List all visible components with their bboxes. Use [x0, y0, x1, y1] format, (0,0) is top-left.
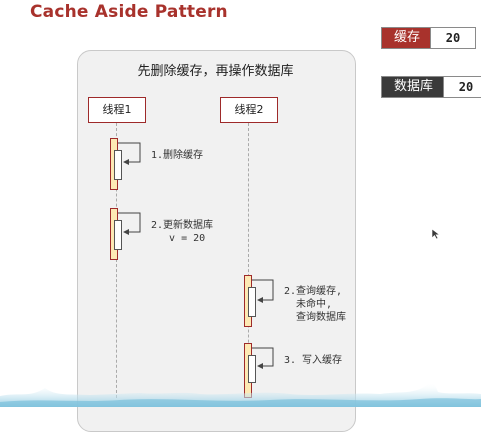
actor-thread-1: 线程1 — [88, 97, 146, 123]
activation-nested-thread1-step1 — [114, 150, 122, 180]
lifeline-thread-2 — [248, 123, 249, 398]
db-label: 数据库 — [382, 77, 444, 97]
step-2b-label: 2.查询缓存, 未命中, 查询数据库 — [284, 286, 347, 323]
step-2-label: 2.更新数据库 v = 20 — [151, 220, 214, 244]
page-title: Cache Aside Pattern — [30, 2, 228, 22]
actor-thread-2: 线程2 — [220, 97, 278, 123]
water-decoration — [0, 382, 481, 407]
cache-value: 20 — [430, 28, 476, 48]
step-1-label: 1.删除缓存 — [151, 150, 204, 161]
diagram-heading: 先删除缓存，再操作数据库 — [137, 64, 294, 79]
cache-label: 缓存 — [382, 28, 431, 48]
db-value-badge: 数据库 20 — [381, 76, 481, 98]
activation-nested-thread1-step2 — [114, 220, 122, 250]
lifeline-thread-1 — [116, 123, 117, 398]
cache-value-badge: 缓存 20 — [381, 27, 477, 49]
cursor-arrow-icon — [431, 228, 441, 240]
db-value: 20 — [443, 77, 481, 97]
step-3-label: 3. 写入缓存 — [284, 355, 343, 366]
activation-nested-thread2-step2 — [248, 287, 256, 317]
